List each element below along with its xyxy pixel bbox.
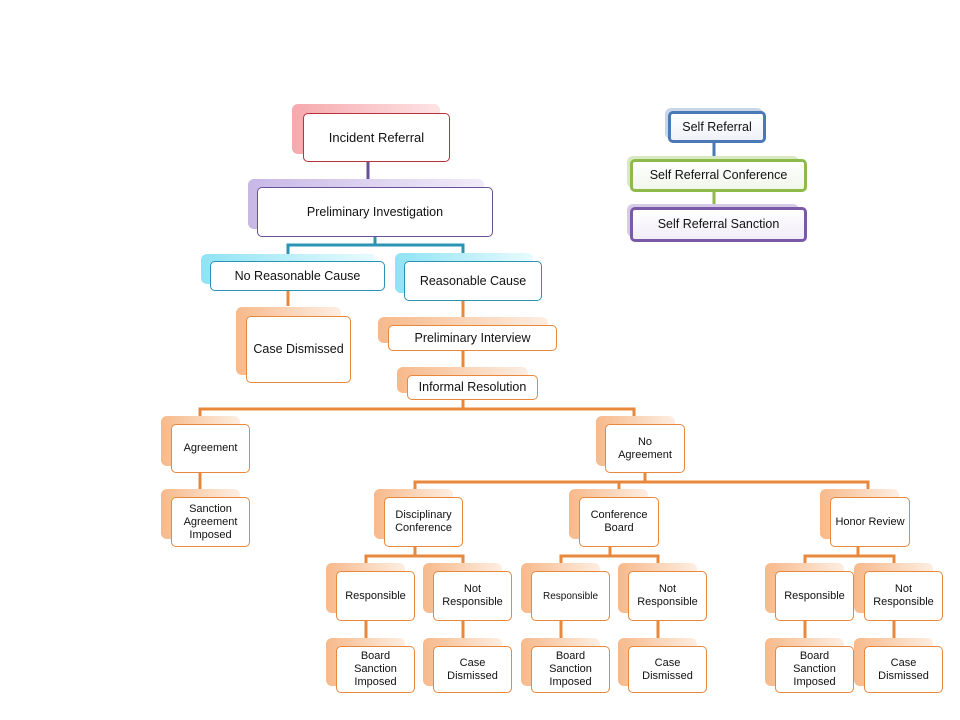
informal-resolution-label: Informal Resolution xyxy=(407,375,538,400)
honor-review-label: Honor Review xyxy=(830,497,910,547)
cb-responsible-label: Responsible xyxy=(531,571,610,621)
self-referral-label: Self Referral xyxy=(668,111,766,143)
hr-board-sanction-label: Board Sanction Imposed xyxy=(775,646,854,693)
agreement-label: Agreement xyxy=(171,424,250,473)
hr-case-dismissed-label: Case Dismissed xyxy=(864,646,943,693)
sanction-agreement-imposed-label: Sanction Agreement Imposed xyxy=(171,497,250,547)
preliminary-interview-label: Preliminary Interview xyxy=(388,325,557,351)
dc-case-dismissed-label: Case Dismissed xyxy=(433,646,512,693)
disciplinary-conference-label: Disciplinary Conference xyxy=(384,497,463,547)
connector xyxy=(286,237,377,262)
hr-responsible-label: Responsible xyxy=(775,571,854,621)
no-reasonable-cause-label: No Reasonable Cause xyxy=(210,261,385,291)
cb-not-responsible-label: Not Responsible xyxy=(628,571,707,621)
dc-board-sanction-label: Board Sanction Imposed xyxy=(336,646,415,693)
reasonable-cause-label: Reasonable Cause xyxy=(404,261,542,301)
incident-referral-label: Incident Referral xyxy=(303,113,450,162)
no-agreement-label: No Agreement xyxy=(605,424,685,473)
self-referral-sanction-label: Self Referral Sanction xyxy=(630,207,807,242)
cb-board-sanction-label: Board Sanction Imposed xyxy=(531,646,610,693)
dc-not-responsible-label: Not Responsible xyxy=(433,571,512,621)
self-referral-conference-label: Self Referral Conference xyxy=(630,159,807,192)
case-dismissed-top-label: Case Dismissed xyxy=(246,316,351,383)
hr-not-responsible-label: Not Responsible xyxy=(864,571,943,621)
dc-responsible-label: Responsible xyxy=(336,571,415,621)
preliminary-investigation-label: Preliminary Investigation xyxy=(257,187,493,237)
conference-board-label: Conference Board xyxy=(579,497,659,547)
cb-case-dismissed-label: Case Dismissed xyxy=(628,646,707,693)
